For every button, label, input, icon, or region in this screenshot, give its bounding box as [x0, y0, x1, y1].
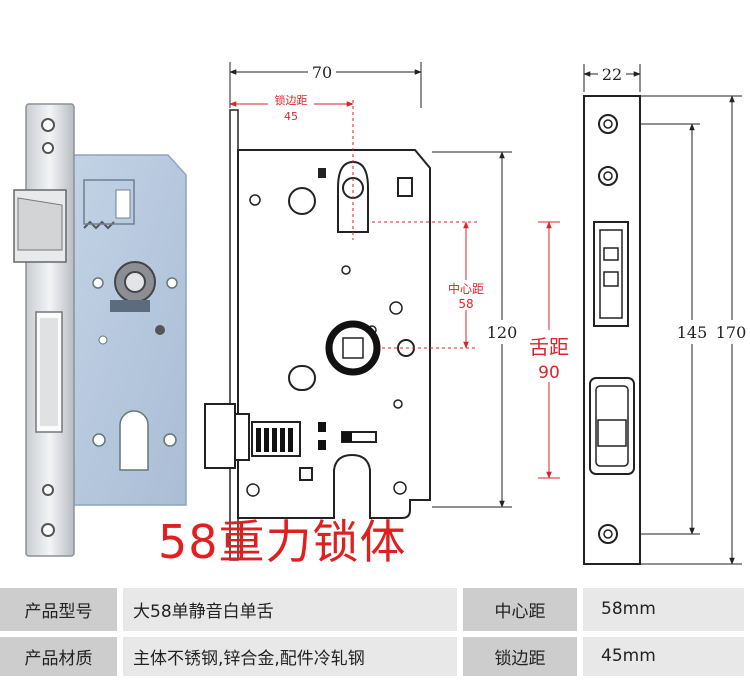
spec-table: 产品型号 大58单静音白单舌 中心距 58mm 产品材质 主体不锈钢,锌合金,配…	[0, 588, 750, 682]
tongue-distance-label-text: 舌距	[529, 335, 569, 359]
tongue-distance-label-value: 90	[538, 363, 560, 383]
spec-value-material: 主体不锈钢,锌合金,配件冷轧钢	[120, 633, 463, 682]
spec-row: 产品型号 大58单静音白单舌 中心距 58mm	[0, 588, 750, 637]
product-headline: 58重力锁体	[158, 515, 407, 569]
center-distance-label-value: 58	[458, 297, 473, 311]
lock-body-photo	[13, 103, 187, 557]
faceplate-width-label: 22	[602, 65, 622, 84]
center-distance-label-text: 中心距	[448, 281, 484, 296]
faceplate-outer-length-label: 170	[716, 323, 747, 342]
height-dimension-label: 120	[487, 323, 518, 342]
spec-label-backset: 锁边距	[460, 633, 583, 682]
spec-value-model: 大58单静音白单舌	[120, 588, 463, 637]
width-dimension-label: 70	[312, 63, 332, 82]
backset-label-text: 锁边距	[275, 93, 308, 107]
backset-label-value: 45	[284, 110, 298, 123]
faceplate-inner-length-label: 145	[677, 323, 708, 342]
spec-row: 产品材质 主体不锈钢,锌合金,配件冷轧钢 锁边距 45mm	[0, 633, 750, 682]
spec-label-center-distance: 中心距	[460, 588, 583, 637]
spec-label-material: 产品材质	[0, 633, 123, 682]
spec-value-center-distance: 58mm	[580, 588, 750, 637]
spec-label-model: 产品型号	[0, 588, 123, 637]
spec-value-backset: 45mm	[580, 633, 750, 682]
lock-body-drawing: 70 锁边距 45 中心距 58 120 舌距 90	[204, 60, 574, 561]
faceplate-drawing: 22 145 170	[583, 64, 750, 565]
